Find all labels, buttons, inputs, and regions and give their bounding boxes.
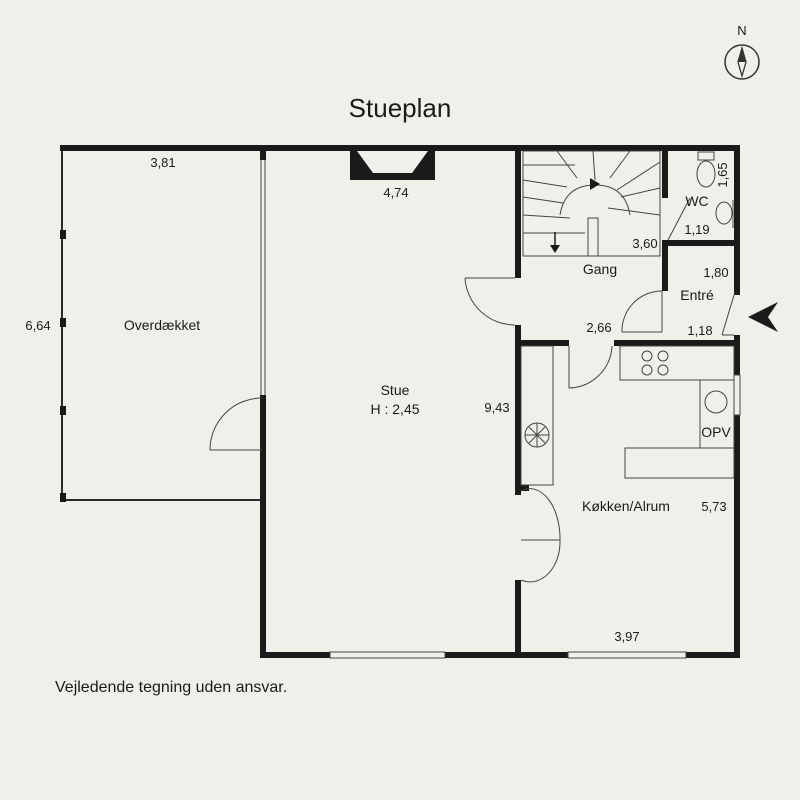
plan-title: Stueplan (349, 93, 452, 123)
room-wc: WC (685, 193, 708, 209)
dim-stue-width: 4,74 (383, 185, 408, 200)
window-opv (733, 374, 741, 416)
dim-gang-width: 3,60 (632, 236, 657, 251)
dim-wc-width: 1,19 (684, 222, 709, 237)
entrance-arrow-icon (748, 302, 778, 332)
bottom-windows (329, 651, 687, 659)
interior-walls (515, 148, 740, 658)
room-overdaekket: Overdækket (124, 317, 200, 333)
room-opv: OPV (701, 424, 731, 440)
dim-wc-depth: 1,65 (715, 162, 730, 187)
staircase (522, 150, 661, 257)
covered-terrace-outline (60, 148, 262, 502)
doors (209, 277, 735, 583)
dim-entre-depth: 1,80 (703, 265, 728, 280)
room-stue-height: H : 2,45 (370, 401, 419, 417)
fireplace (350, 148, 435, 180)
room-gang: Gang (583, 261, 617, 277)
dim-overdaekket-width: 3,81 (150, 155, 175, 170)
dim-stue-depth: 9,43 (484, 400, 509, 415)
dim-gang-depth: 2,66 (586, 320, 611, 335)
wc-fixtures (667, 151, 734, 241)
room-kokken: Køkken/Alrum (582, 498, 670, 514)
dim-kokken-depth: 5,73 (701, 499, 726, 514)
disclaimer: Vejledende tegning uden ansvar. (55, 679, 287, 696)
dim-entre-width: 1,18 (687, 323, 712, 338)
dim-overdaekket-depth: 6,64 (25, 318, 50, 333)
compass-icon: N (724, 23, 760, 80)
terrace-glass-wall (260, 160, 266, 395)
room-entre: Entré (680, 287, 714, 303)
dim-kokken-width: 3,97 (614, 629, 639, 644)
compass-north-label: N (737, 23, 746, 38)
room-stue: Stue (381, 382, 410, 398)
kitchen-fixtures (520, 345, 735, 486)
